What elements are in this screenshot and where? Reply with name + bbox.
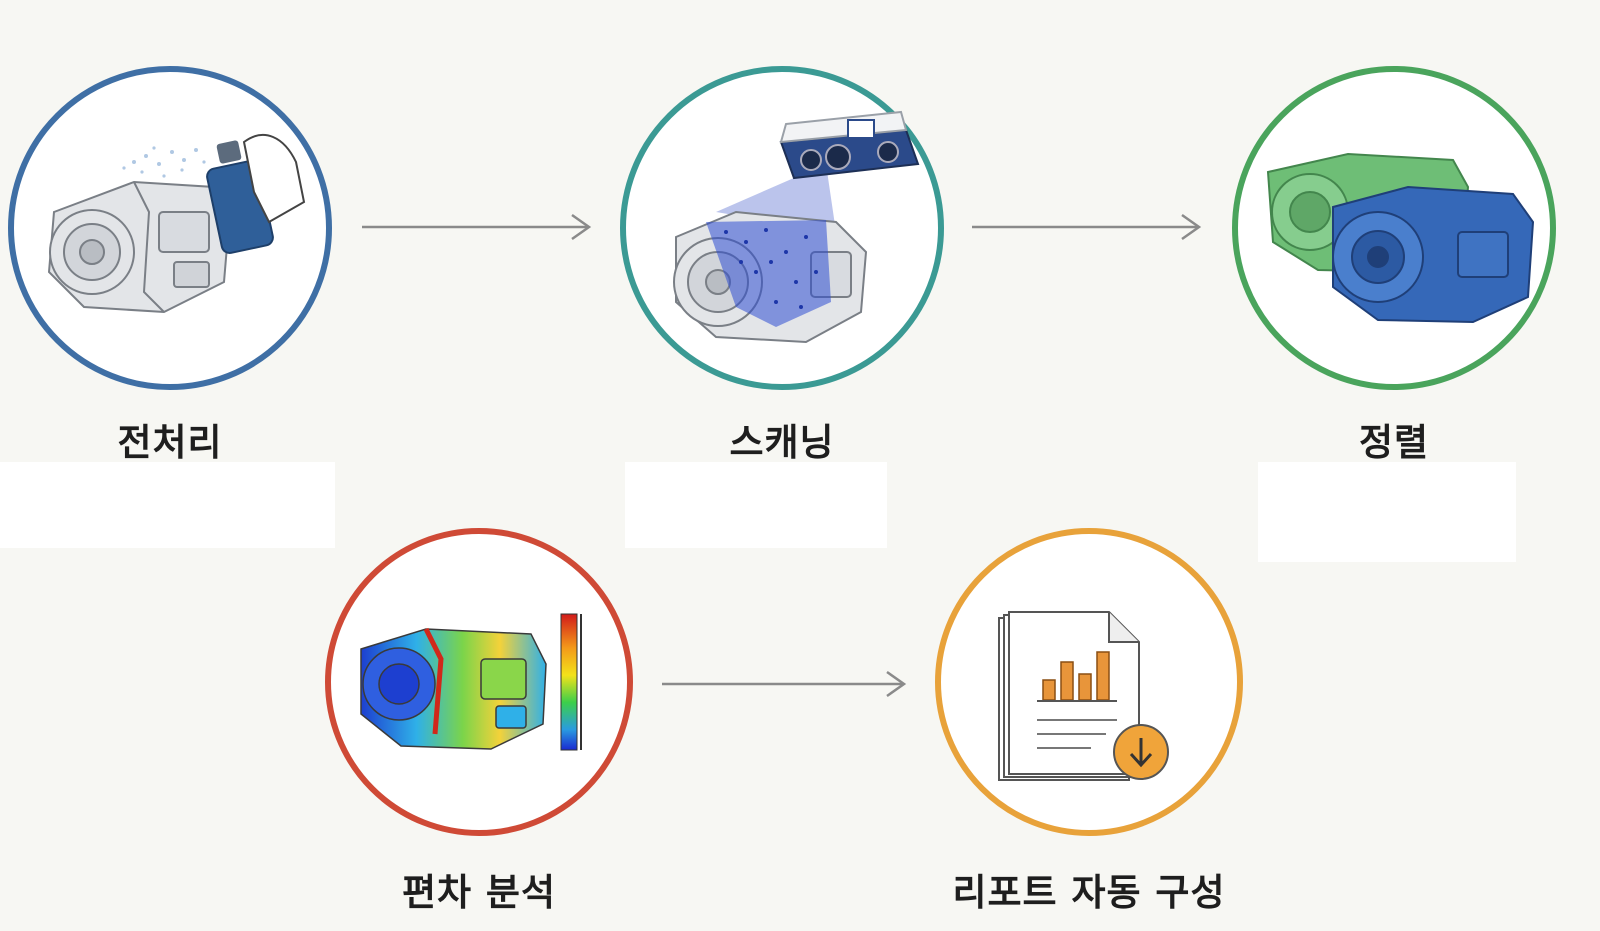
spray-transmission-icon: [47, 133, 306, 314]
step-circle: [8, 66, 332, 390]
color-scale-bar: [560, 613, 578, 751]
step-label: 리포트 자동 구성: [952, 871, 1226, 914]
step-label: 편차 분석: [401, 871, 557, 914]
heatmap-transmission-icon: [360, 613, 582, 751]
arrow-right-icon: [972, 213, 1202, 241]
3d-scanner-icon: [673, 110, 920, 344]
background-patch: [0, 462, 335, 548]
report-download-icon: [998, 611, 1169, 781]
background-patch: [1258, 462, 1516, 562]
arrow-right-icon: [662, 670, 907, 698]
step-circle: [620, 66, 944, 390]
step-label: 스캐닝: [729, 421, 835, 464]
step-label: 전처리: [117, 421, 223, 464]
aligned-models-icon: [1266, 152, 1535, 324]
step-circle: [935, 528, 1243, 836]
step-circle: [1232, 66, 1556, 390]
step-circle: [325, 528, 633, 836]
arrow-right-icon: [362, 213, 592, 241]
step-label: 정렬: [1358, 421, 1430, 464]
background-patch: [625, 462, 887, 548]
